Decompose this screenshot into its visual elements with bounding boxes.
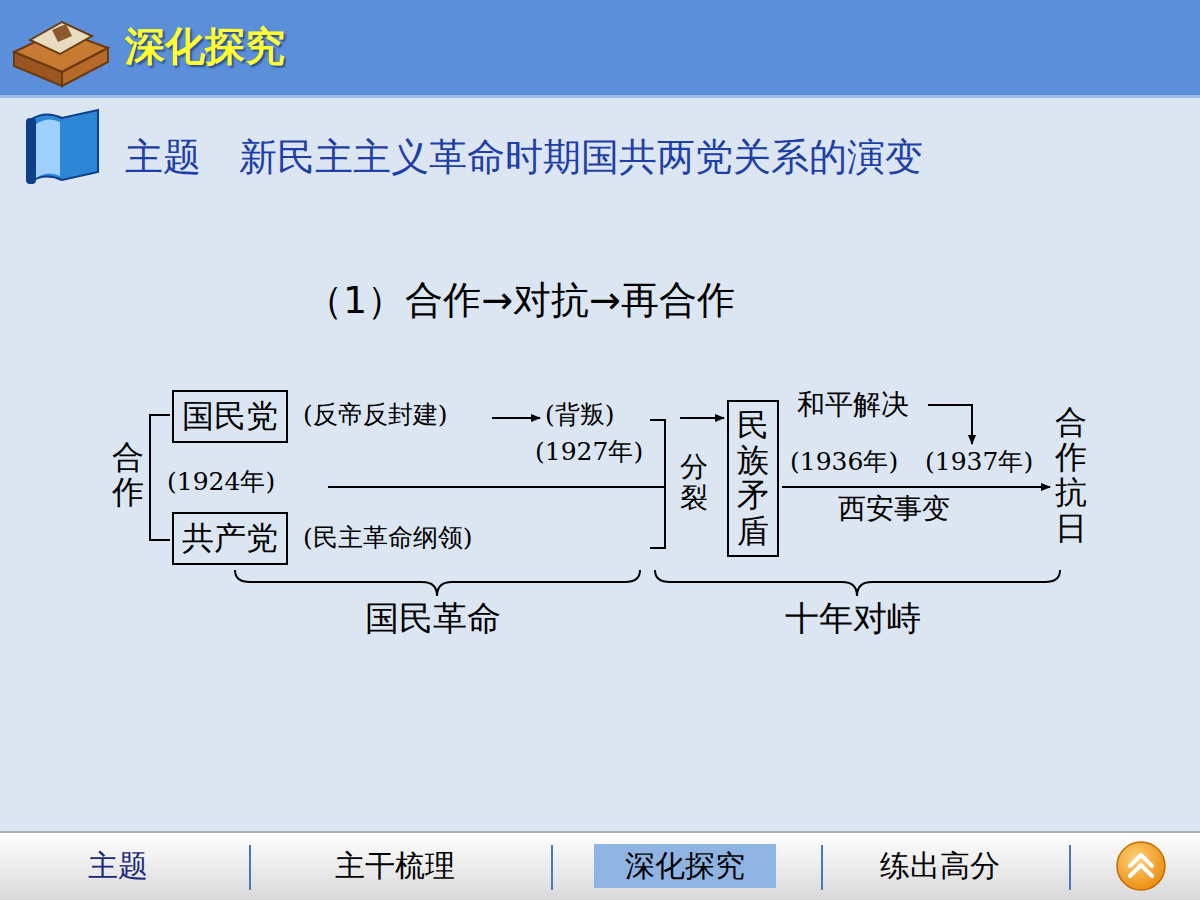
- timeline-arrow: [782, 486, 1050, 488]
- home-button: [1117, 842, 1165, 890]
- party-box: 国民党: [172, 390, 288, 443]
- book-icon: [14, 22, 108, 86]
- node-text: 共产党: [182, 519, 278, 557]
- nav-separator: [1069, 845, 1071, 890]
- year-label: (1927年): [535, 437, 643, 467]
- node-text: 民族矛盾: [737, 408, 769, 549]
- timeline: [328, 486, 665, 488]
- arrow: [492, 417, 540, 419]
- note-label: 和平解决: [797, 388, 909, 422]
- nav-tab-active: 深化探究: [594, 844, 776, 888]
- nav-item: 主干梳理: [335, 848, 455, 884]
- nav-bar: [0, 832, 1200, 900]
- subheading: （1）合作→对抗→再合作: [305, 278, 735, 324]
- period-label: 十年对峙: [785, 598, 921, 639]
- arrow: [928, 405, 972, 444]
- contradiction-box: 民族矛盾: [727, 400, 779, 557]
- brace: [655, 570, 1060, 596]
- note-label: (反帝反封建): [303, 400, 448, 430]
- bracket: [650, 420, 665, 548]
- open-book-icon: [26, 110, 98, 184]
- event-label: 西安事变: [838, 492, 950, 526]
- vertical-label: 合作抗日: [1055, 405, 1087, 546]
- year-label: (1936年): [790, 447, 898, 477]
- nav-rule: [0, 831, 1200, 833]
- period-label: 国民革命: [365, 598, 501, 639]
- slide-title: 深化探究: [125, 22, 285, 70]
- arrow: [680, 417, 724, 419]
- party-box: 共产党: [172, 512, 288, 565]
- note-label: (民主革命纲领): [303, 523, 473, 553]
- note-label: (背叛): [545, 400, 615, 430]
- nav-separator: [551, 845, 553, 890]
- brace: [235, 570, 640, 596]
- nav-separator: [821, 845, 823, 890]
- header-bar: [0, 0, 1200, 97]
- topic-heading: 主题 新民主主义革命时期国共两党关系的演变: [125, 135, 923, 181]
- up-icon: [1130, 855, 1152, 876]
- nav-item: 练出高分: [880, 848, 1000, 884]
- nav-item: 主题: [88, 848, 148, 884]
- year-label: (1924年): [167, 467, 275, 497]
- year-label: (1937年): [925, 447, 1033, 477]
- node-text: 深化探究: [614, 848, 756, 884]
- vertical-label: 分裂: [680, 452, 708, 514]
- node-text: 国民党: [182, 397, 278, 435]
- header-rule: [0, 95, 1200, 98]
- vertical-label: 合作: [112, 440, 144, 510]
- nav-separator: [249, 845, 251, 890]
